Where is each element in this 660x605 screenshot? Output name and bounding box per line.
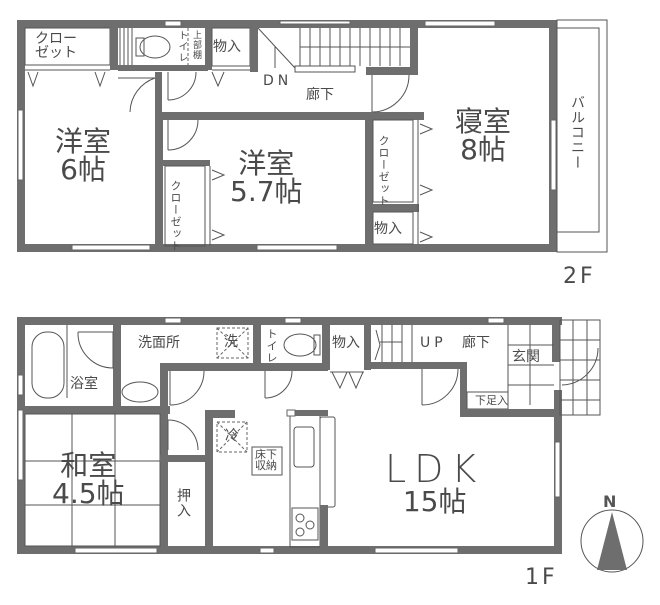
japanese-room-label: 和室 4.5帖	[52, 452, 125, 508]
western-room-6-label: 洋室 6帖	[55, 128, 111, 184]
fridge-label: 冷	[225, 428, 239, 444]
bedroom-label: 寝室 8帖	[455, 108, 511, 164]
room-size: 6帖	[60, 153, 106, 186]
washer-label: 洗	[224, 334, 238, 350]
floor-1-plan	[17, 317, 644, 573]
label-line1: 床下	[255, 448, 277, 461]
closet-label-2f-1: クロー ゼット	[35, 32, 77, 60]
closet-label-line2: ゼット	[35, 45, 77, 61]
room-size: 8帖	[460, 133, 506, 166]
shoe-storage-label: 下足入	[475, 394, 508, 407]
room-size: 5.7帖	[230, 175, 303, 208]
western-room-57-label: 洋室 5.7帖	[230, 150, 303, 206]
room-name: 洋室	[238, 147, 295, 180]
storage-label-1f: 物入	[332, 335, 360, 351]
room-name: 洋室	[55, 125, 112, 158]
oshiire-label: 押入	[175, 488, 191, 518]
upper-shelf-label: 上部棚	[191, 30, 201, 60]
washroom-label: 洗面所	[138, 335, 180, 351]
floor-2-plan	[17, 19, 608, 253]
compass	[580, 509, 644, 573]
entrance-label: 玄関	[512, 349, 540, 365]
closet-label-2f-3: クローゼット	[377, 135, 390, 207]
stairs-up-label: UP	[420, 335, 447, 351]
floor-1-label: 1F	[525, 565, 558, 590]
hallway-label-1f: 廊下	[462, 335, 490, 351]
balcony-label: バルコニー	[569, 95, 585, 170]
label-line2: 収納	[255, 459, 277, 472]
bathroom-label: 浴室	[70, 376, 98, 392]
closet-label-2f-2: クローゼット	[169, 180, 182, 252]
toilet-label-1f: トイレ	[265, 328, 278, 364]
room-name: LDK	[385, 447, 485, 491]
room-size: 4.5帖	[52, 477, 125, 510]
underfloor-storage-label: 床下 収納	[255, 449, 277, 471]
room-name: 寝室	[455, 105, 512, 138]
room-size: 15帖	[402, 485, 467, 518]
compass-north-label: N	[603, 492, 617, 511]
storage-label-2f-1: 物入	[213, 39, 241, 55]
floor-2-label: 2F	[563, 264, 596, 289]
hallway-label-2f: 廊下	[306, 87, 334, 103]
room-name: 和室	[60, 449, 117, 482]
closet-label-line1: クロー	[35, 31, 77, 47]
toilet-label-2f: トイレ	[176, 30, 187, 63]
storage-label-2f-2: 物入	[374, 221, 402, 237]
stairs-down-label: DN	[263, 73, 293, 89]
ldk-label: LDK 15帖	[385, 450, 484, 516]
